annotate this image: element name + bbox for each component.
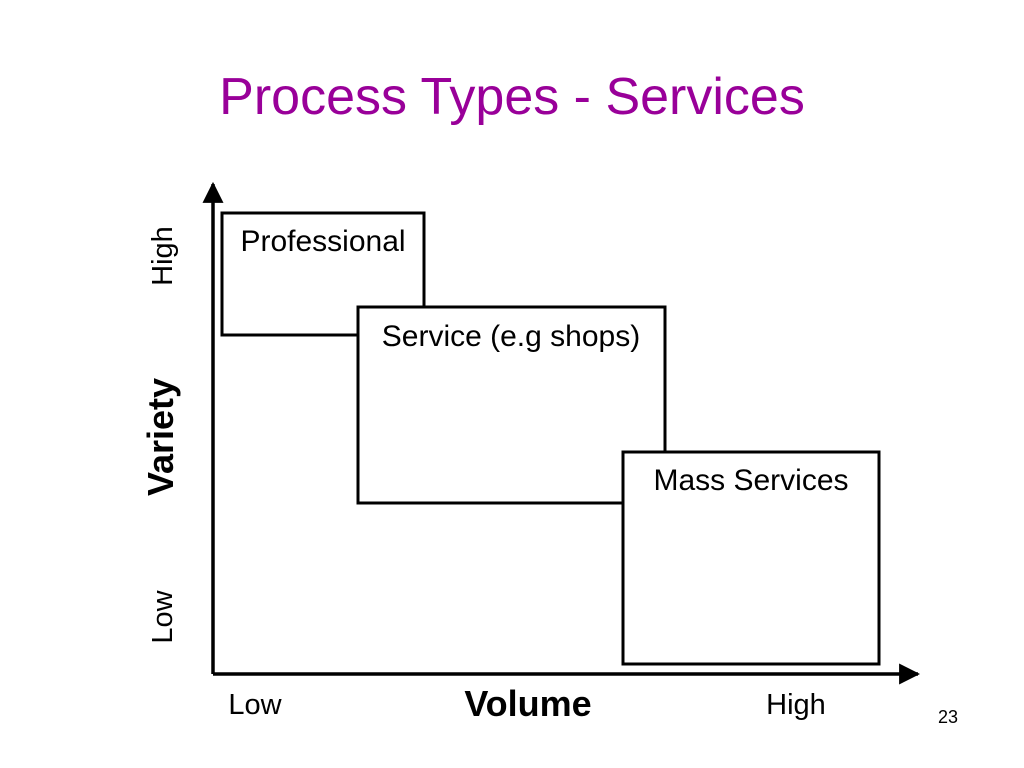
y-axis-title: Variety bbox=[140, 378, 181, 496]
box-service-shops bbox=[356, 305, 667, 505]
box-label-mass-services: Mass Services bbox=[653, 464, 848, 497]
x-axis-low-label: Low bbox=[228, 689, 282, 721]
box-mass-services bbox=[621, 450, 881, 666]
x-axis-title: Volume bbox=[464, 683, 591, 724]
y-axis-high-label: High bbox=[147, 226, 179, 286]
x-axis-high-label: High bbox=[766, 689, 826, 721]
y-axis-low-label: Low bbox=[147, 589, 179, 643]
box-label-professional: Professional bbox=[240, 225, 405, 258]
box-label-service-shops: Service (e.g shops) bbox=[382, 320, 640, 353]
slide-number: 23 bbox=[937, 707, 959, 727]
slide-title: Process Types - Services bbox=[219, 68, 805, 126]
